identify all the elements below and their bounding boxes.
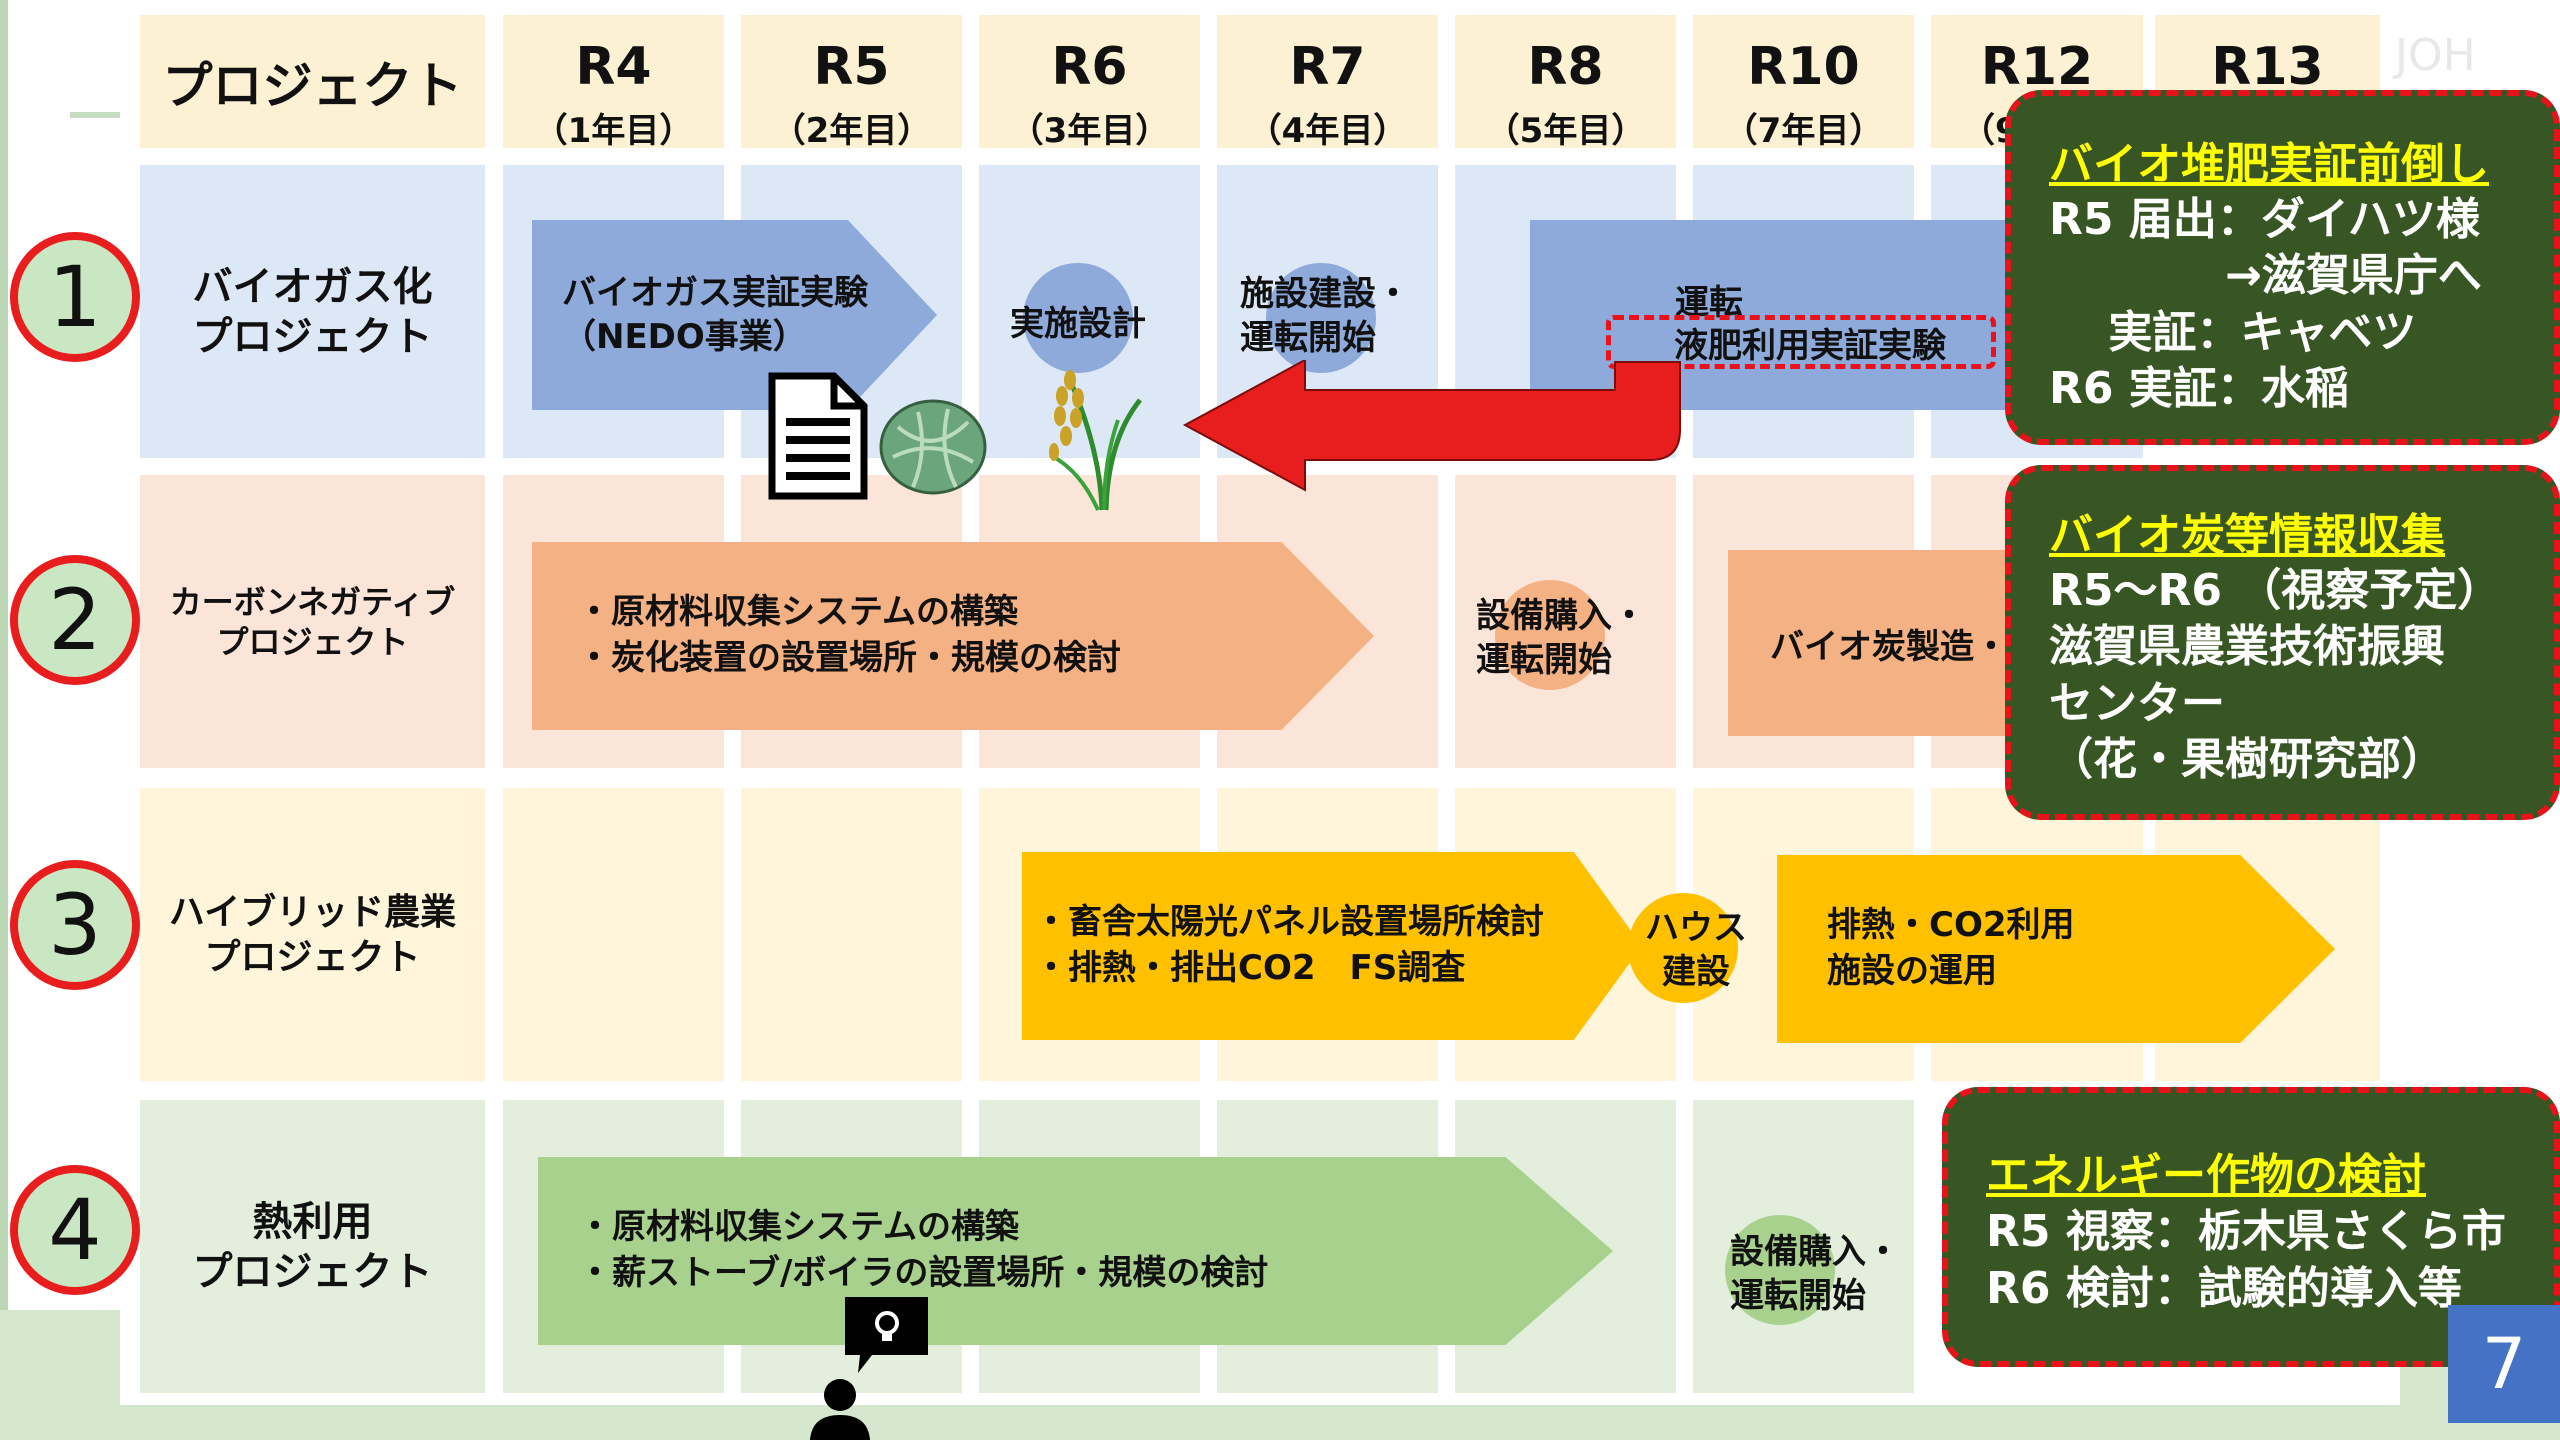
page-number: 7 — [2448, 1305, 2560, 1423]
project-name: ハイブリッド農業 プロジェクト — [168, 891, 457, 978]
callout-bio-compost-body: R5 届出：ダイハツ様 →滋賀県庁へ 実証：キャベツ R6 実証：水稲 — [2049, 194, 2482, 414]
year-label: R7 — [1289, 37, 1366, 97]
solar-panel-arrow: ・畜舎太陽光パネル設置場所検討 ・排熱・排出CO2 FS調査 — [1022, 852, 1642, 1040]
header-project-cell: プロジェクト — [140, 15, 485, 148]
project-number-badge: 3 — [10, 860, 140, 990]
year-label: R5 — [813, 37, 890, 97]
biogas-demo-label: バイオガス実証実験 （NEDO事業） — [562, 272, 868, 357]
equipment-label-r4: 設備購入・ 運転開始 — [1730, 1232, 1900, 1317]
callout-energy-crop: エネルギー作物の検討 R5 視察：栃木県さくら市 R6 検討：試験的導入等 — [1942, 1087, 2560, 1367]
row1-label-cell — [140, 165, 485, 458]
biogas-demo-arrow: バイオガス実証実験 （NEDO事業） — [532, 220, 937, 410]
project-name: カーボンネガティブ プロジェクト — [169, 582, 456, 661]
house-circle — [1628, 893, 1738, 1003]
year-header-r4: R4 （1年目） — [503, 15, 724, 151]
year-label: R4 — [575, 37, 652, 97]
callout-bio-compost-title: バイオ堆肥実証前倒し — [2049, 139, 2489, 190]
row3-label-cell — [140, 788, 485, 1081]
design-label: 実施設計 — [1010, 304, 1146, 344]
callout-biochar-info-title: バイオ炭等情報収集 — [2049, 510, 2445, 561]
year-header-r7: R7 （4年目） — [1217, 15, 1438, 151]
raw-material-label-r2: ・原材料収集システムの構築 ・炭化装置の設置場所・規模の検討 — [577, 592, 1121, 678]
year-sub: （7年目） — [1723, 111, 1884, 151]
callout-energy-crop-title: エネルギー作物の検討 — [1986, 1150, 2426, 1201]
year-label: R8 — [1527, 37, 1604, 97]
construction-label: 施設建設・ 運転開始 — [1240, 274, 1410, 359]
cabbage-icon — [879, 399, 987, 495]
liquid-fertilizer-box — [1606, 315, 1996, 369]
year-header-r5: R5 （2年目） — [741, 15, 962, 151]
year-label: R12 — [1980, 37, 2094, 97]
lightbulb-person-icon — [810, 1297, 928, 1440]
row2-label-cell — [140, 475, 485, 768]
design-circle — [1023, 263, 1133, 373]
year-sub: （5年目） — [1485, 111, 1646, 151]
document-icon — [768, 372, 868, 500]
raw-material-arrow-r2: ・原材料収集システムの構築 ・炭化装置の設置場所・規模の検討 — [532, 542, 1374, 730]
equipment-label-r2: 設備購入・ 運転開始 — [1476, 596, 1646, 681]
year-header-r6: R6 （3年目） — [979, 15, 1200, 151]
callout-biochar-info: バイオ炭等情報収集 R5～R6 （視察予定） 滋賀県農業技術振興 センター （花… — [2005, 465, 2560, 820]
project-name: バイオガス化 プロジェクト — [192, 263, 433, 360]
year-sub: （2年目） — [771, 111, 932, 151]
year-sub: （4年目） — [1247, 111, 1408, 151]
equipment-circle-r4 — [1725, 1215, 1835, 1325]
year-label: R13 — [2211, 37, 2324, 97]
project-name: 熱利用 プロジェクト — [192, 1198, 433, 1295]
left-border — [0, 0, 8, 1440]
project-number-badge: 2 — [10, 555, 140, 685]
row3-cell — [741, 788, 962, 1081]
year-sub: （1年目） — [533, 111, 694, 151]
equipment-circle-r2 — [1495, 580, 1605, 690]
callout-biochar-info-body: R5～R6 （視察予定） 滋賀県農業技術振興 センター （花・果樹研究部） — [2049, 565, 2502, 785]
header-project-label: プロジェクト — [162, 56, 463, 115]
raw-material-label-r4: ・原材料収集システムの構築 ・薪ストーブ/ボイラの設置場所・規模の検討 — [578, 1207, 1269, 1293]
red-left-arrow-icon — [1182, 360, 1681, 492]
project-number-badge: 4 — [10, 1165, 140, 1295]
biochar-label: バイオ炭製造・ — [1770, 626, 2008, 667]
construction-circle — [1266, 263, 1376, 373]
liquid-fertilizer-label: 液肥利用実証実験 — [1674, 326, 1946, 366]
year-label: R6 — [1051, 37, 1128, 97]
year-sub: （3年目） — [1009, 111, 1170, 151]
row4-label-cell — [140, 1100, 485, 1393]
rice-plant-icon — [1049, 370, 1142, 511]
watermark: JOH — [2395, 30, 2476, 81]
year-label: R10 — [1747, 37, 1860, 97]
callout-bio-compost: バイオ堆肥実証前倒し R5 届出：ダイハツ様 →滋賀県庁へ 実証：キャベツ R6… — [2005, 90, 2560, 445]
solar-panel-label: ・畜舎太陽光パネル設置場所検討 ・排熱・排出CO2 FS調査 — [1034, 902, 1544, 988]
year-header-r10: R10 （7年目） — [1693, 15, 1914, 151]
raw-material-arrow-r4: ・原材料収集システムの構築 ・薪ストーブ/ボイラの設置場所・規模の検討 — [538, 1157, 1613, 1345]
row3-cell — [503, 788, 724, 1081]
waste-heat-label: 排熱・CO2利用 施設の運用 — [1827, 905, 2075, 991]
waste-heat-arrow: 排熱・CO2利用 施設の運用 — [1777, 855, 2335, 1043]
project-number-badge: 1 — [10, 232, 140, 362]
house-label: ハウス 建設 — [1645, 908, 1747, 993]
callout-energy-crop-body: R5 視察：栃木県さくら市 R6 検討：試験的導入等 — [1986, 1206, 2506, 1315]
year-header-r8: R8 （5年目） — [1455, 15, 1676, 151]
